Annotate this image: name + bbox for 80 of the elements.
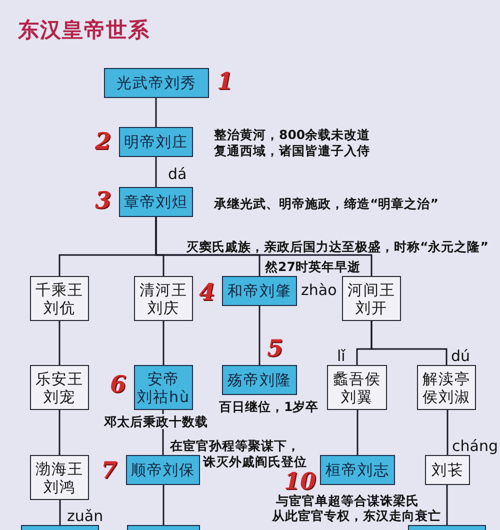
name-label: 安帝 [148, 370, 180, 388]
name-label: 顺帝刘保 [131, 461, 195, 479]
step-number: 7 [101, 459, 118, 482]
connector-line [58, 410, 60, 455]
highlighted-name-box [134, 365, 193, 410]
connector-line [162, 321, 164, 365]
name-label: 殇帝刘隆 [228, 371, 292, 389]
name-label: 刘伉 [44, 298, 76, 316]
annotation-text: 整治黄河，800余载未改道 [214, 127, 370, 142]
connector-line [258, 306, 260, 365]
name-label: 刘苌 [432, 461, 464, 479]
pinyin-text: lǐ [337, 348, 346, 364]
name-label: 蠡吾侯 [333, 370, 381, 388]
step-number: 3 [95, 189, 112, 212]
name-box [30, 276, 89, 321]
name-box [30, 455, 89, 500]
connector-line [155, 98, 157, 127]
highlighted-name-box [222, 365, 297, 395]
name-label: 刘庆 [148, 298, 180, 316]
step-number: 2 [95, 130, 112, 153]
highlighted-name-box [104, 68, 209, 98]
name-label: 刘翼 [341, 388, 373, 406]
connector-line [162, 485, 164, 525]
name-label: 光武帝刘秀 [116, 74, 196, 92]
step-number: 1 [217, 70, 234, 93]
annotation-text: 从此宦官专权，东汉走向衰亡 [272, 508, 441, 523]
name-label: 章帝刘炟 [124, 193, 188, 211]
name-label: 解渎亭侯刘淑 [422, 370, 472, 406]
step-number: 5 [267, 337, 284, 360]
name-label: 刘鸿 [44, 478, 76, 496]
connector-line [356, 410, 358, 455]
annotation-text: 复通西域，诸国皆遣子入侍 [214, 143, 370, 158]
name-box [425, 455, 470, 485]
highlighted-name-box [126, 455, 200, 485]
name-box [327, 365, 387, 410]
connector-line [155, 157, 157, 187]
name-box [342, 276, 401, 321]
diagram-title: 东汉皇帝世系 [18, 17, 150, 43]
annotation-text: 与宦官单超等合谋诛梁氏 [276, 493, 419, 508]
connector-line [59, 500, 61, 525]
name-label: 清河王 [140, 280, 188, 298]
name-label: 刘开 [356, 298, 388, 316]
name-label: 刘宠 [44, 388, 76, 406]
annotation-text: 承继光武、明帝施政，缔造“明章之治” [214, 196, 438, 211]
name-label: 河间王 [348, 280, 396, 298]
annotation-text: 邓太后秉政十数载 [103, 414, 209, 429]
annotation-text: 在宦官孙程等聚谋下， [170, 438, 300, 453]
highlighted-name-box [320, 455, 395, 485]
step-number: 10 [284, 470, 316, 493]
name-label: 乐安王 [36, 370, 84, 388]
partial-box [21, 525, 99, 530]
name-label: 和帝刘肇 [228, 282, 292, 300]
pinyin-text: zuǎn [67, 508, 104, 524]
connector-line [58, 321, 60, 365]
name-box [134, 276, 193, 321]
name-label: 千乘王 [36, 280, 84, 298]
name-label: 渤海王 [36, 460, 84, 478]
step-number: 4 [199, 281, 216, 304]
annotation-text: 然27时英年早逝 [265, 259, 360, 274]
annotation-text: 百日继位，1岁卒 [219, 399, 319, 414]
highlighted-name-box [222, 276, 297, 306]
name-label: 桓帝刘志 [326, 461, 390, 479]
annotation-text: 灭窦氏戚族，亲政后国力达至极盛，时称“永元之隆” [186, 239, 488, 254]
partial-box [408, 525, 486, 530]
name-label: 明帝刘庄 [124, 133, 188, 151]
connector-line [446, 485, 448, 525]
pinyin-text: dá [168, 166, 187, 182]
connector-line [446, 410, 448, 455]
partial-box [127, 525, 200, 530]
connector-line [155, 217, 372, 276]
step-number: 6 [110, 373, 126, 396]
annotation-text: 诛灭外戚阎氏登位 [203, 454, 307, 469]
name-box [30, 365, 89, 410]
pinyin-text: cháng [452, 438, 498, 454]
pinyin-text: zhào [301, 282, 337, 298]
connector-line [370, 321, 448, 365]
pinyin-text: dú [451, 348, 470, 364]
highlighted-name-box [119, 127, 193, 157]
highlighted-name-box [119, 187, 193, 217]
name-label: 刘祜hù [136, 388, 190, 406]
